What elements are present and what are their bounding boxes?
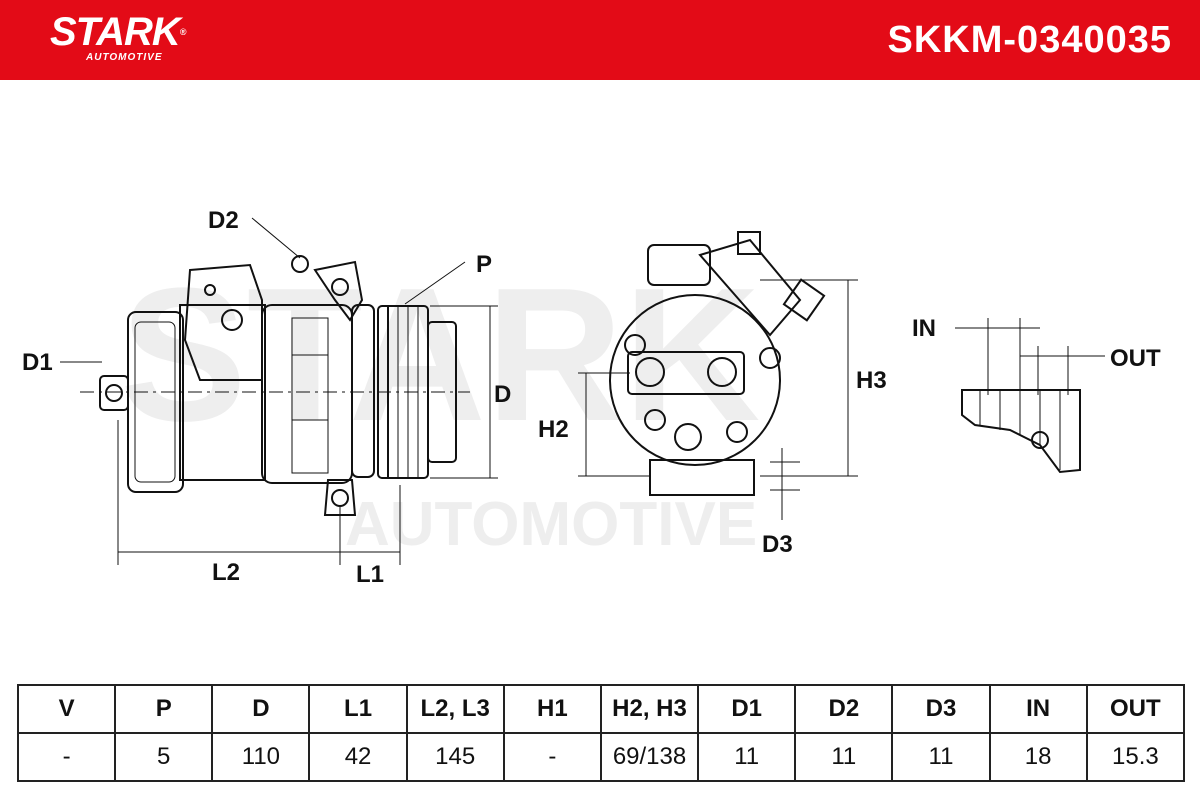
- value-in: 18: [988, 732, 1088, 782]
- header-out: OUT: [1085, 684, 1186, 734]
- port-detail: [955, 318, 1105, 474]
- header-bar: STARK® AUTOMOTIVE SKKM-0340035: [0, 0, 1200, 80]
- header-h1: H1: [502, 684, 602, 734]
- logo-brand: STARK: [50, 10, 181, 54]
- value-p: 5: [114, 732, 214, 782]
- label-d: D: [494, 381, 511, 408]
- header-v: V: [16, 684, 117, 734]
- label-p: P: [476, 251, 492, 278]
- label-l2: L2: [212, 559, 240, 586]
- part-number: SKKM-0340035: [887, 19, 1172, 61]
- value-d2: 11: [794, 732, 894, 782]
- watermark-automotive: AUTOMOTIVE: [345, 490, 757, 559]
- value-v: -: [16, 732, 117, 782]
- spec-header-row: V P D L1 L2, L3 H1 H2, H3 D1 D2 D3 IN OU…: [16, 684, 1186, 734]
- value-d3: 11: [891, 732, 991, 782]
- header-d3: D3: [891, 684, 991, 734]
- value-h2-h3: 69/138: [599, 732, 700, 782]
- label-d2: D2: [208, 207, 239, 234]
- label-d3: D3: [762, 531, 793, 558]
- header-p: P: [114, 684, 214, 734]
- value-d1: 11: [697, 732, 797, 782]
- logo-subtitle: AUTOMOTIVE: [86, 52, 163, 63]
- compressor-side-view: [60, 217, 498, 565]
- header-h2-h3: H2, H3: [599, 684, 700, 734]
- value-out: 15.3: [1085, 732, 1186, 782]
- value-h1: -: [502, 732, 602, 782]
- label-l1: L1: [356, 561, 384, 588]
- watermark-stark: STARK: [120, 249, 760, 461]
- header-d: D: [211, 684, 311, 734]
- header-l1: L1: [308, 684, 408, 734]
- value-d: 110: [211, 732, 311, 782]
- stark-logo: STARK® AUTOMOTIVE: [50, 10, 186, 63]
- label-in: IN: [912, 315, 936, 342]
- header-d1: D1: [697, 684, 797, 734]
- label-out: OUT: [1110, 345, 1161, 372]
- label-h2: H2: [538, 416, 569, 443]
- value-l1: 42: [308, 732, 408, 782]
- header-d2: D2: [794, 684, 894, 734]
- spec-value-row: - 5 110 42 145 - 69/138 11 11 11 18 15.3: [16, 732, 1186, 782]
- header-l2-l3: L2, L3: [405, 684, 505, 734]
- spec-table: V P D L1 L2, L3 H1 H2, H3 D1 D2 D3 IN OU…: [16, 684, 1186, 782]
- technical-drawing: STARK AUTOMOTIVE: [22, 207, 1161, 588]
- label-d1: D1: [22, 349, 53, 376]
- compressor-front-view: [578, 231, 858, 520]
- header-in: IN: [988, 684, 1088, 734]
- label-h3: H3: [856, 367, 887, 394]
- value-l2-l3: 145: [405, 732, 505, 782]
